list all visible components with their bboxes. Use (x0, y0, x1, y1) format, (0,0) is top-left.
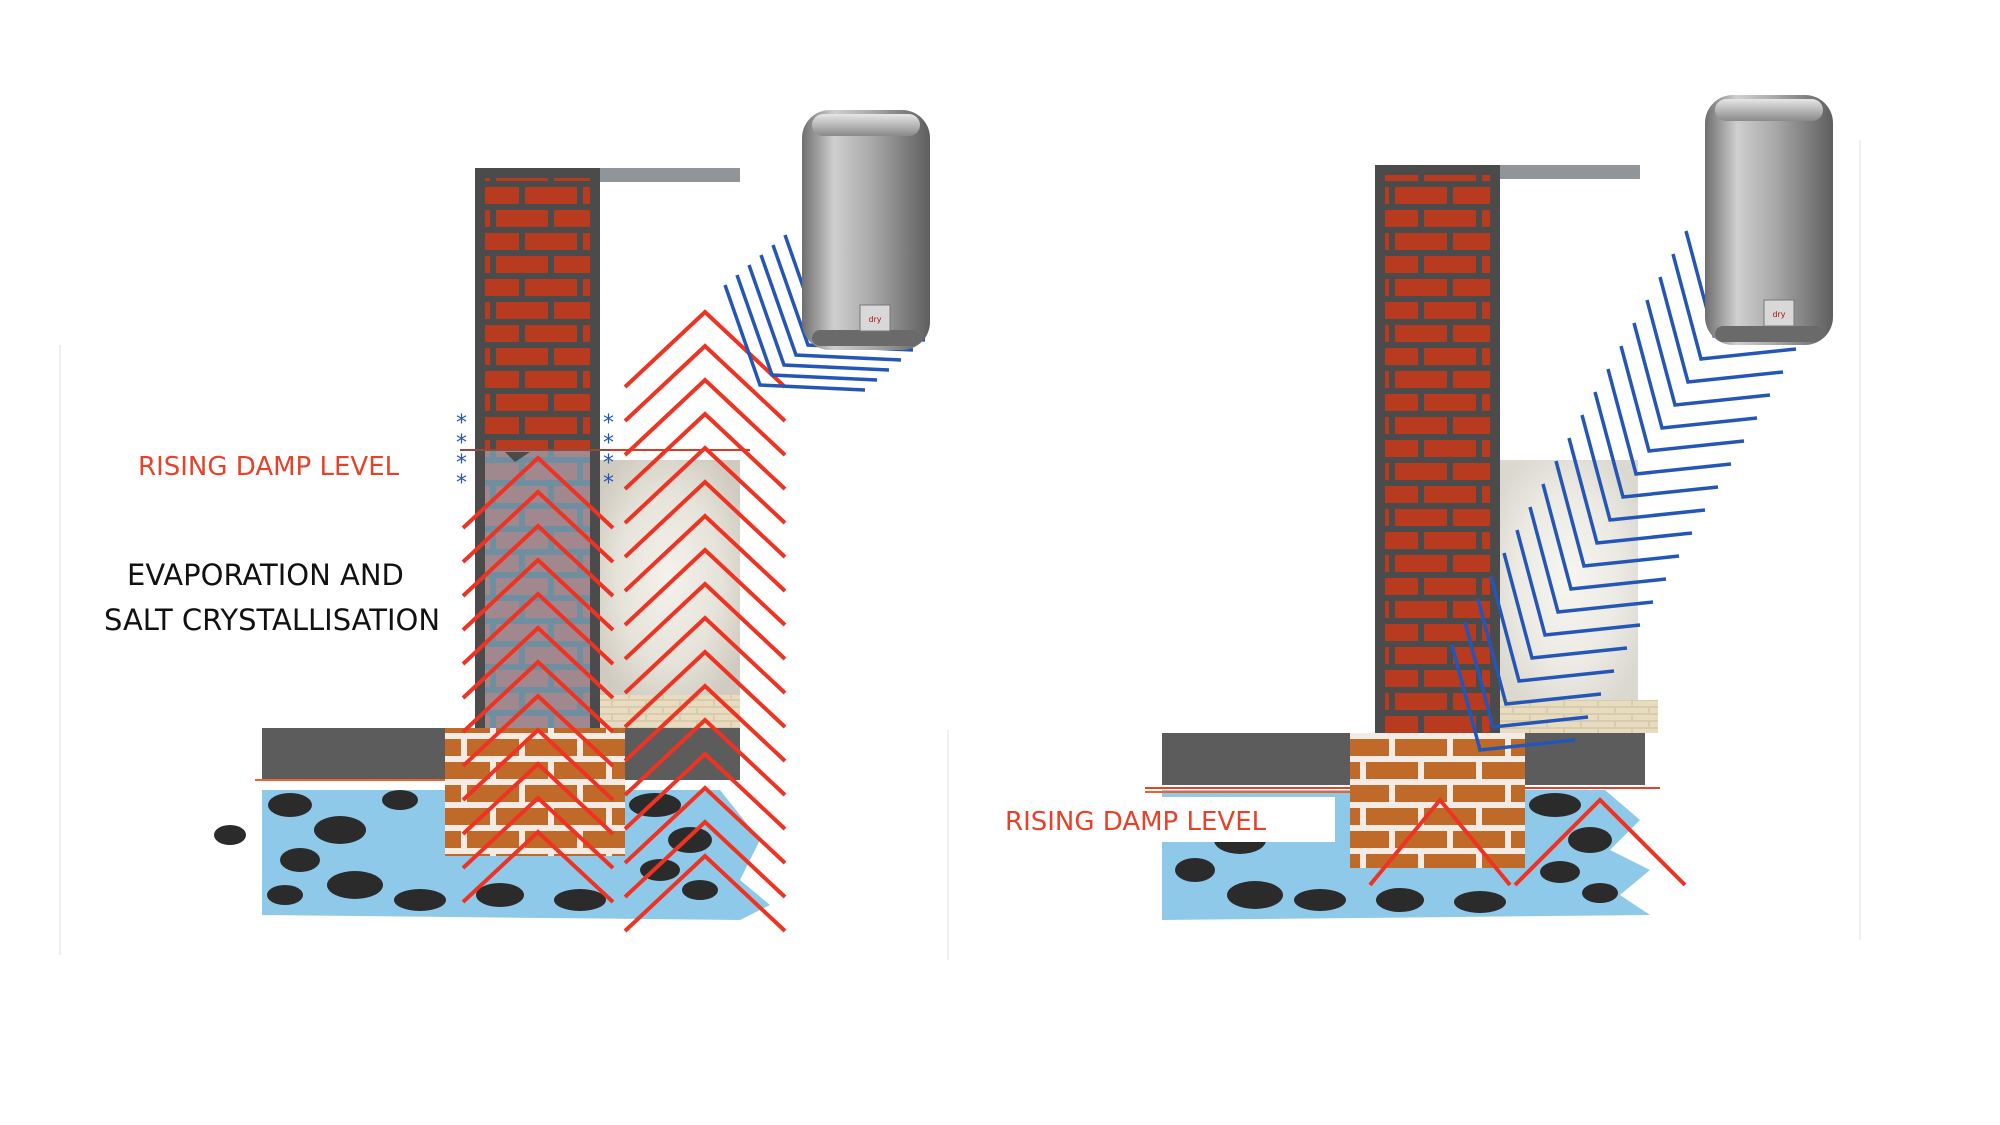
brick-courses-right (1385, 175, 1490, 733)
blue-chevron (1502, 552, 1628, 660)
damp-zone (485, 450, 590, 728)
red-chevron (461, 591, 615, 666)
evaporation-label-line1: EVAPORATION AND (127, 558, 404, 592)
red-chevron (623, 683, 787, 763)
red-chevron (461, 523, 615, 598)
damp-level-label-left: RISING DAMP LEVEL (138, 452, 400, 482)
svg-text:*: * (603, 431, 614, 456)
red-chevron (461, 693, 615, 768)
dehumidifier-device-right: dry (1705, 95, 1833, 345)
red-chevron (623, 819, 787, 899)
floor-slab-right-2 (1525, 733, 1645, 785)
evaporation-label-line2: SALT CRYSTALLISATION (104, 603, 440, 637)
skirting-blocks (598, 695, 740, 728)
red-chevron (623, 581, 787, 661)
blue-chevron (1658, 276, 1784, 384)
damp-level-label-bg (1000, 797, 1335, 842)
stones-left (214, 790, 718, 911)
rising-damp-chevrons-left (461, 309, 787, 933)
blue-chevron (1567, 437, 1693, 545)
blue-chevron (1632, 322, 1758, 430)
svg-text:*: * (456, 451, 467, 476)
device-brand-left: dry (868, 315, 881, 324)
blue-chevron (1580, 414, 1706, 522)
blue-chevron (1606, 368, 1732, 476)
red-chevron (623, 343, 787, 423)
blue-chevron (1554, 460, 1680, 568)
damp-level-label-right: RISING DAMP LEVEL (1005, 807, 1267, 837)
red-chevron (461, 829, 615, 904)
blue-chevron (1528, 506, 1654, 614)
blue-chevron (747, 264, 890, 372)
blue-chevron (1541, 483, 1667, 591)
blue-chevron (1593, 391, 1719, 499)
blue-chevron (1515, 529, 1641, 637)
red-chevron (623, 853, 787, 933)
blue-chevron (1645, 299, 1771, 407)
dehumidifier-device-left: dry (802, 110, 930, 350)
device-brand-right: dry (1772, 310, 1785, 319)
red-chevron (1368, 796, 1512, 887)
blue-chevron (723, 284, 866, 392)
red-chevron (461, 455, 615, 530)
red-chevron (461, 761, 615, 836)
red-chevron (623, 547, 787, 627)
svg-text:*: * (603, 451, 614, 476)
red-chevron (461, 489, 615, 564)
svg-text:*: * (456, 411, 467, 436)
blue-chevron (759, 254, 902, 362)
blue-chevron (735, 274, 878, 382)
red-chevron (623, 649, 787, 729)
ceiling-plate-right (1498, 165, 1640, 179)
red-chevron (623, 717, 787, 797)
blue-chevron (1450, 644, 1576, 752)
svg-text:*: * (603, 471, 614, 496)
red-chevron (1513, 797, 1687, 887)
red-chevron (461, 795, 615, 870)
red-chevron (623, 411, 787, 491)
red-chevron (623, 445, 787, 525)
red-chevron (623, 479, 787, 559)
blue-chevron (1476, 598, 1602, 706)
red-chevron (461, 659, 615, 734)
panel-after: dry RISING DAMP LEVEL (947, 95, 1861, 960)
red-chevron (623, 309, 787, 389)
blue-chevron (1489, 575, 1615, 683)
red-chevron (623, 751, 787, 831)
salt-efflorescence (598, 460, 740, 695)
red-chevron (623, 615, 787, 695)
red-chevron (623, 377, 787, 457)
blue-chevron (1463, 621, 1589, 729)
floor-slab-left (262, 728, 450, 780)
evaporation-marks-left: ** ** ** ** (456, 411, 614, 496)
red-chevron (461, 625, 615, 700)
blue-chevron (1671, 253, 1797, 361)
blue-chevron (1619, 345, 1745, 453)
red-chevron (461, 557, 615, 632)
red-chevron (623, 785, 787, 865)
panel-before: ** ** ** ** dry RISING DAMP LEVEL EVAPOR… (59, 110, 930, 955)
svg-text:*: * (603, 411, 614, 436)
svg-text:*: * (456, 431, 467, 456)
floor-slab-left-2 (1162, 733, 1350, 785)
red-chevron (461, 727, 615, 802)
device-signal-chevrons-right (1450, 230, 1810, 752)
red-chevron (623, 513, 787, 593)
svg-text:*: * (456, 471, 467, 496)
ceiling-plate (598, 168, 740, 182)
rising-damp-chevrons-right (1368, 796, 1687, 887)
